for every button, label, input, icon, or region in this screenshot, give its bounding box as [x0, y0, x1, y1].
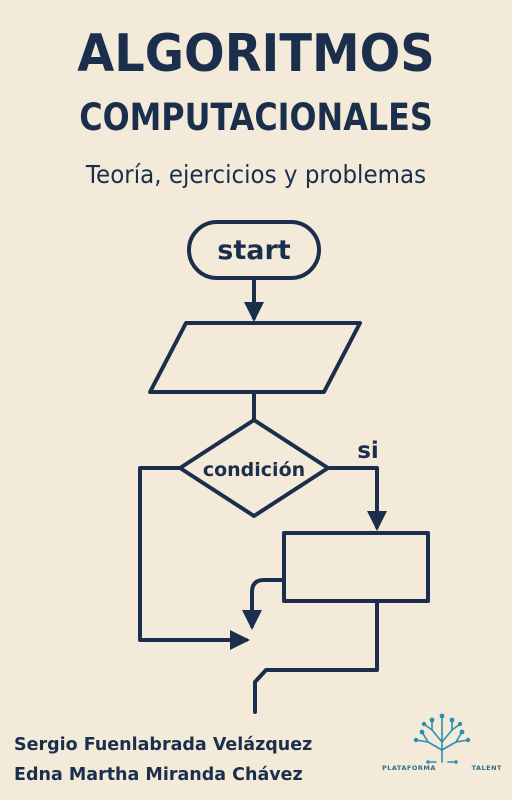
branch-yes-label: si	[357, 438, 379, 464]
decision-diamond	[178, 418, 330, 518]
line-process-to-merge	[253, 599, 379, 714]
publisher-name-right: TALENT	[471, 764, 502, 772]
publisher-logo: PLATAFORMA TALENT	[382, 712, 502, 780]
arrow-no-branch	[138, 466, 250, 650]
authors: Sergio Fuenlabrada Velázquez Edna Martha…	[14, 730, 312, 790]
input-parallelogram	[148, 321, 362, 394]
start-label: start	[217, 235, 291, 266]
subtitle: Teoría, ejercicios y problemas	[85, 160, 427, 189]
decision-label: condición	[203, 459, 305, 481]
title-line-1: ALGORITMOS	[77, 24, 435, 84]
author-name: Sergio Fuenlabrada Velázquez	[14, 735, 313, 755]
line-process-inner	[242, 578, 286, 630]
arrow-yes-branch	[326, 466, 387, 531]
circuit-tree-icon	[413, 713, 471, 764]
title-line-2: COMPUTACIONALES	[79, 96, 433, 139]
publisher-name: PLATAFORMA TALENT	[382, 764, 502, 772]
publisher-name-left: PLATAFORMA	[382, 764, 436, 772]
author-name: Edna Martha Miranda Chávez	[14, 765, 303, 785]
process-box	[282, 531, 430, 603]
